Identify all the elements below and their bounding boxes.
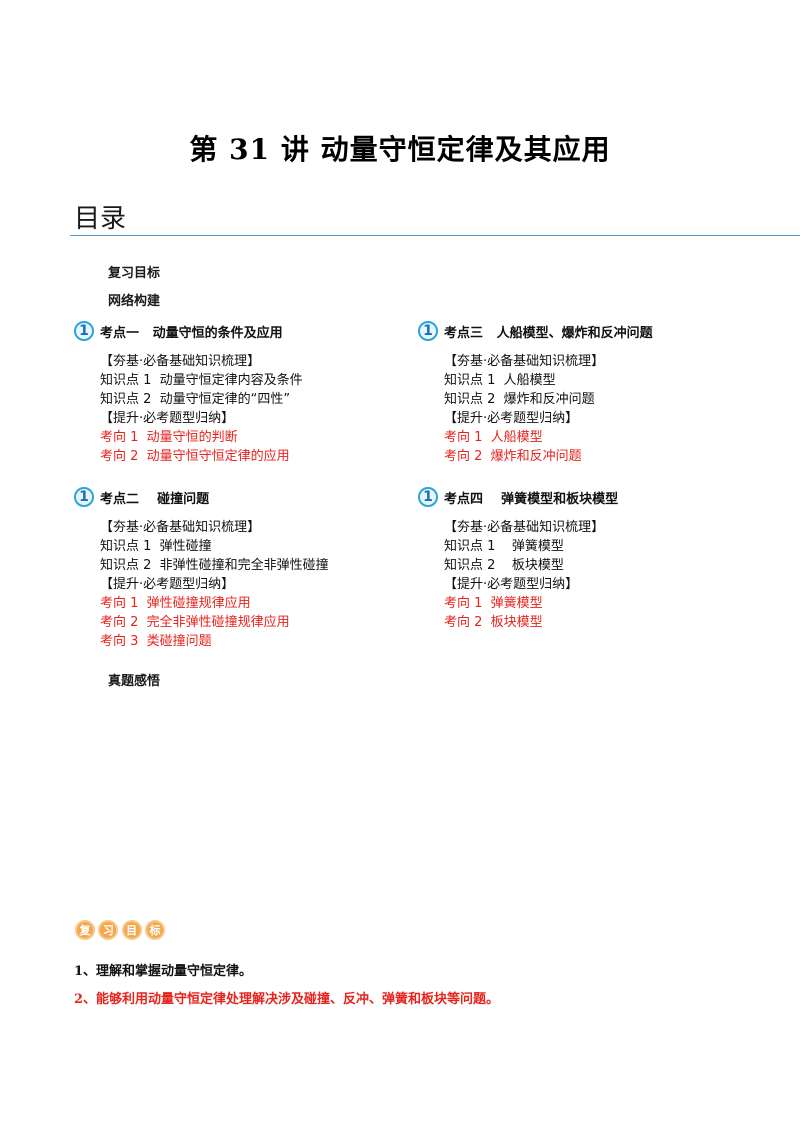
toc-item[interactable]: 【夯基·必备基础知识梳理】 (444, 520, 605, 535)
toc-item[interactable]: 知识点 1 弹簧模型 (444, 539, 564, 554)
toc-item[interactable]: 考向 3 类碰撞问题 (100, 634, 212, 649)
toc-item[interactable]: 考向 1 动量守恒的判断 (100, 430, 238, 445)
toc-item[interactable]: 知识点 2 板块模型 (444, 558, 564, 573)
toc-item[interactable]: 【夯基·必备基础知识梳理】 (100, 520, 261, 535)
number-one-icon: 1 (74, 321, 94, 341)
toc-divider (70, 235, 800, 236)
number-one-icon: 1 (418, 321, 438, 341)
toc-section-4: 1 考点四 弹簧模型和板块模型 【夯基·必备基础知识梳理】 知识点 1 弹簧模型… (418, 484, 618, 632)
toc-item[interactable]: 考向 1 弹性碰撞规律应用 (100, 596, 251, 611)
toc-item[interactable]: 考向 2 板块模型 (444, 615, 543, 630)
toc-item[interactable]: 【提升·必考题型归纳】 (444, 577, 579, 592)
toc-item[interactable]: 【提升·必考题型归纳】 (100, 411, 235, 426)
toc-item[interactable]: 考向 2 完全非弹性碰撞规律应用 (100, 615, 290, 630)
goal-item-1: 1、理解和掌握动量守恒定律。 (74, 964, 253, 979)
toc-item[interactable]: 知识点 1 人船模型 (444, 373, 556, 388)
toc-item[interactable]: 知识点 1 动量守恒定律内容及条件 (100, 373, 303, 388)
badge-char: 目 (121, 920, 142, 940)
number-one-icon: 1 (74, 487, 94, 507)
toc-item[interactable]: 【夯基·必备基础知识梳理】 (100, 354, 261, 369)
goal-item-2: 2、能够利用动量守恒定律处理解决涉及碰撞、反冲、弹簧和板块等问题。 (74, 992, 500, 1007)
toc-item[interactable]: 【提升·必考题型归纳】 (100, 577, 235, 592)
toc-item[interactable]: 考向 2 动量守恒守恒定律的应用 (100, 449, 290, 464)
number-one-icon: 1 (418, 487, 438, 507)
toc-section-title[interactable]: 考点一 动量守恒的条件及应用 (100, 325, 283, 341)
badge-char: 标 (144, 920, 165, 940)
toc-item[interactable]: 知识点 1 弹性碰撞 (100, 539, 212, 554)
toc-item[interactable]: 考向 1 人船模型 (444, 430, 543, 445)
toc-item[interactable]: 考向 1 弹簧模型 (444, 596, 543, 611)
toc-section-2: 1 考点二 碰撞问题 【夯基·必备基础知识梳理】 知识点 1 弹性碰撞 知识点 … (74, 484, 329, 651)
page-title: 第 31 讲 动量守恒定律及其应用 (189, 133, 611, 166)
toc-link-review-goal[interactable]: 复习目标 (108, 266, 161, 281)
toc-section-title[interactable]: 考点三 人船模型、爆炸和反冲问题 (444, 325, 653, 341)
review-goal-badge: 复 习 目 标 (75, 917, 165, 943)
toc-item[interactable]: 知识点 2 非弹性碰撞和完全非弹性碰撞 (100, 558, 329, 573)
toc-heading: 目录 (74, 204, 127, 234)
toc-link-real-exam[interactable]: 真题感悟 (108, 674, 161, 689)
toc-item[interactable]: 【夯基·必备基础知识梳理】 (444, 354, 605, 369)
toc-item[interactable]: 【提升·必考题型归纳】 (444, 411, 579, 426)
badge-char: 习 (98, 920, 119, 940)
toc-section-3: 1 考点三 人船模型、爆炸和反冲问题 【夯基·必备基础知识梳理】 知识点 1 人… (418, 318, 653, 466)
toc-item[interactable]: 考向 2 爆炸和反冲问题 (444, 449, 582, 464)
toc-item[interactable]: 知识点 2 爆炸和反冲问题 (444, 392, 595, 407)
toc-section-title[interactable]: 考点四 弹簧模型和板块模型 (444, 491, 619, 507)
badge-char: 复 (75, 920, 95, 940)
toc-section-1: 1 考点一 动量守恒的条件及应用 【夯基·必备基础知识梳理】 知识点 1 动量守… (74, 318, 303, 466)
toc-link-network[interactable]: 网络构建 (108, 294, 161, 309)
toc-section-title[interactable]: 考点二 碰撞问题 (100, 491, 210, 507)
toc-item[interactable]: 知识点 2 动量守恒定律的“四性” (100, 392, 291, 407)
